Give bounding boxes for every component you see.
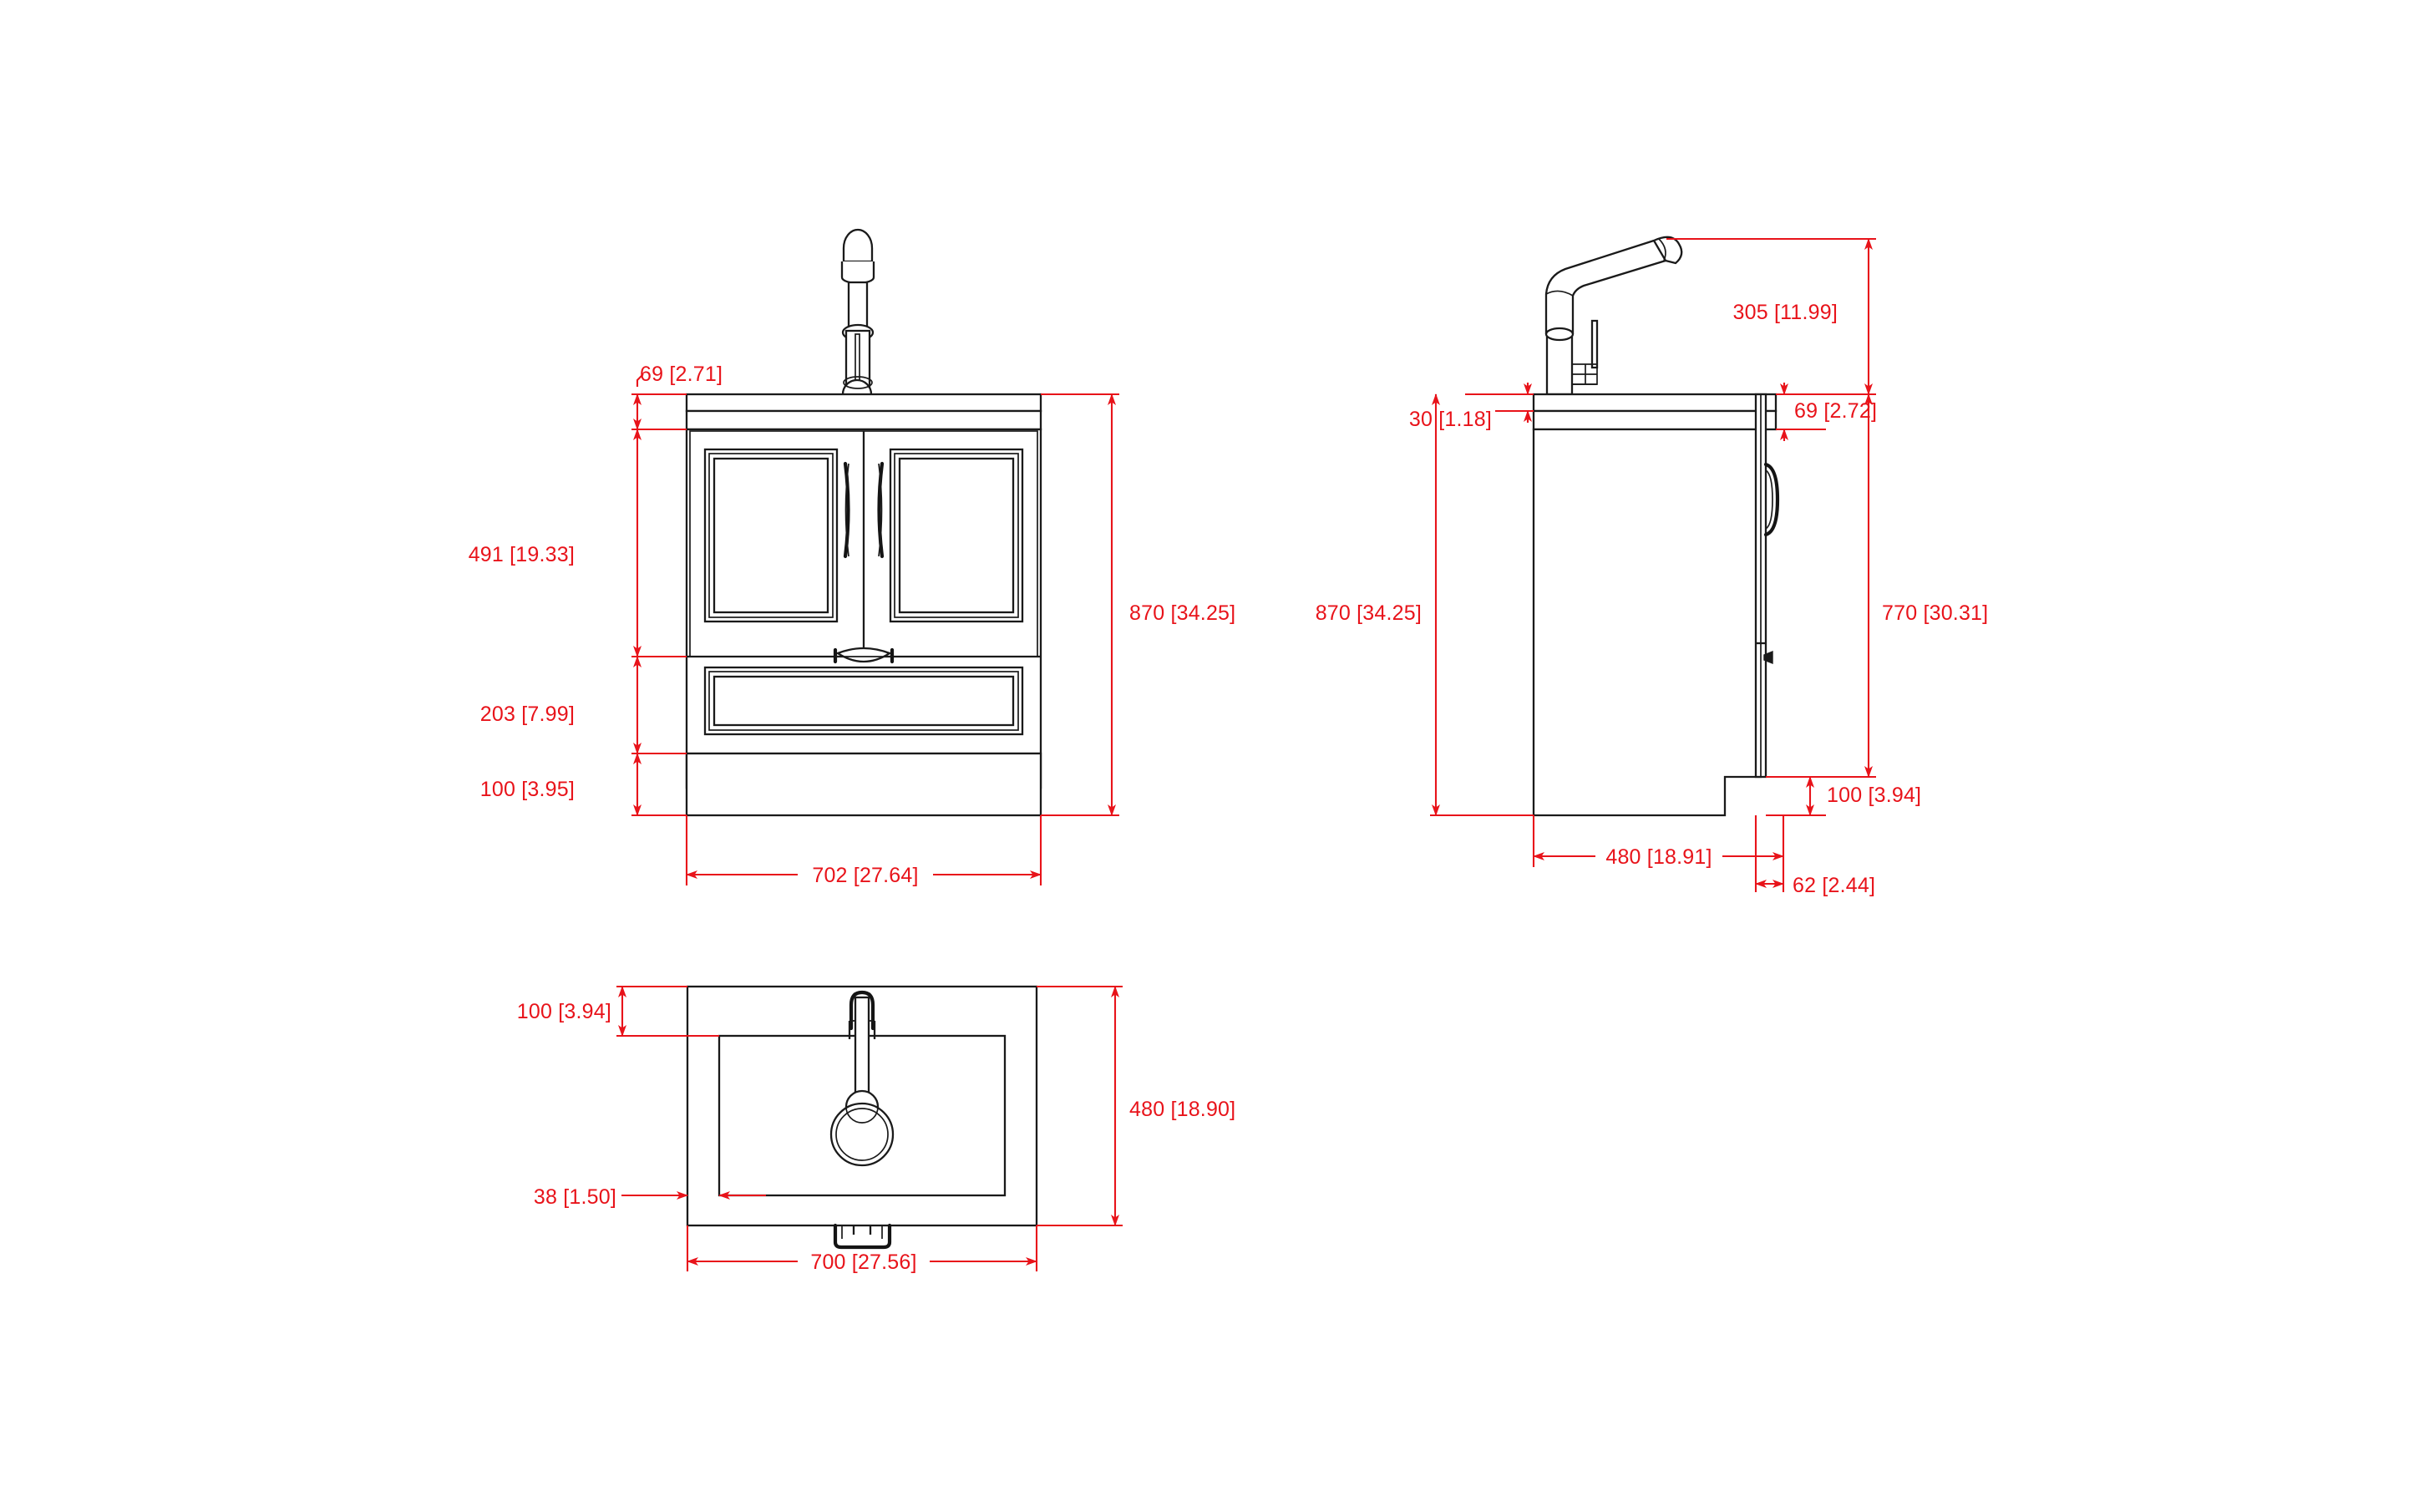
side-dim-480-bg	[1595, 845, 1722, 868]
drawer-knob-side-icon[interactable]	[1763, 650, 1773, 665]
drain-outlet-inner	[841, 1225, 883, 1239]
handle-right-bar-2	[878, 463, 883, 557]
door-handle-right-icon[interactable]	[877, 461, 885, 559]
side-dim-30-label: 30 [1.18]	[1409, 408, 1492, 431]
front-dim-overall-h-label: 870 [34.25]	[1129, 601, 1235, 625]
door-right-frame-inner	[898, 457, 1015, 614]
door-handle-side-icon[interactable]	[1763, 462, 1780, 537]
drawer-frame-inner	[713, 675, 1015, 727]
countertop-slab-side	[1532, 393, 1778, 413]
door-right-frame-mid	[894, 453, 1019, 618]
drain-outlet-ribs	[852, 1225, 872, 1235]
faucet-plan-arc-outer	[849, 990, 875, 1031]
top-plan-view: 100 [3.94] 480 [18.90] 38 [1.50] 700 [27…	[517, 985, 1235, 1274]
handle-side-inner	[1765, 469, 1773, 530]
side-dim-480-label: 480 [18.91]	[1605, 845, 1712, 869]
drain-ring-outer	[829, 1102, 895, 1167]
drawer-pull-icon[interactable]	[833, 647, 895, 664]
top-rail-front	[685, 409, 1042, 431]
door-left-frame-mid	[708, 453, 834, 618]
faucet-head-body	[840, 261, 875, 285]
cabinet-body-side	[1532, 428, 1762, 817]
top-dim-38-label: 38 [1.50]	[534, 1185, 616, 1209]
door-left-panel[interactable]	[703, 448, 839, 623]
front-dim-top-rail-label: 69 [2.71]	[640, 363, 723, 386]
door-right-frame-outer	[889, 448, 1024, 623]
door-left-frame-inner	[713, 457, 829, 614]
drawer-frame-outer	[703, 666, 1024, 736]
side-dim-870-label: 870 [34.25]	[1316, 601, 1422, 625]
faucet-side-arm-top	[1544, 239, 1655, 334]
side-elevation-view: 305 [11.99] 30 [1.18] 69 [2.72] 870 [34.…	[1316, 236, 1988, 897]
faucet-plan	[829, 990, 895, 1167]
handle-side-curve	[1763, 462, 1780, 537]
faucet-plan-tabs	[848, 1021, 876, 1039]
side-dim-69-label: 69 [2.72]	[1794, 399, 1877, 423]
faucet-side-column	[1545, 332, 1574, 396]
front-dim-overall-w-label: 702 [27.64]	[812, 864, 918, 887]
handle-right-bar	[877, 461, 885, 559]
drain-outlet-shape	[833, 1223, 892, 1250]
faucet-side-arm-bottom	[1571, 259, 1666, 334]
faucet-head-cap	[842, 228, 874, 263]
top-rail-side	[1532, 409, 1778, 431]
side-dim-100-label: 100 [3.94]	[1827, 784, 1921, 807]
front-dim-door-label: 491 [19.33]	[469, 543, 575, 566]
faucet-side-lever	[1590, 319, 1599, 369]
door-left-frame-outer	[703, 448, 839, 623]
top-dim-700-label: 700 [27.56]	[810, 1251, 916, 1274]
side-dim-faucet-h-label: 305 [11.99]	[1733, 301, 1838, 324]
faucet-side-elbow-line	[1545, 290, 1574, 297]
faucet-side-sprayhead	[1652, 236, 1683, 265]
top-dim-700-bg	[798, 1250, 930, 1273]
faucet-lever-cap	[843, 376, 873, 389]
toe-kick-front	[685, 752, 1042, 817]
faucet-lever-stem	[855, 333, 860, 382]
front-dim-toe-label: 100 [3.95]	[480, 778, 575, 801]
front-dim-w-text-bg	[798, 863, 933, 886]
faucet-side-sprayhead-seam	[1658, 238, 1666, 261]
drawer-frame-mid	[708, 671, 1019, 731]
drain-outlet-plan	[833, 1223, 892, 1250]
handle-left-bar	[843, 461, 850, 559]
front-dim-drawer-label: 203 [7.99]	[480, 703, 575, 726]
handle-left-bar-2	[844, 463, 849, 557]
drawer-face[interactable]	[703, 666, 1024, 736]
drain-ring-inner	[835, 1108, 889, 1161]
side-dim-62-label: 62 [2.44]	[1793, 874, 1875, 897]
door-right-panel[interactable]	[889, 448, 1024, 623]
drawer-pull-oval	[835, 647, 892, 663]
door-handle-left-icon[interactable]	[843, 461, 850, 559]
faucet-plan-collar-seam	[845, 1106, 879, 1124]
front-elevation-view: 69 [2.71] 491 [19.33] 203 [7.99] 100 [3.…	[469, 228, 1235, 887]
drawer-knob-shape	[1763, 650, 1773, 665]
front-dim-top-rail-leader	[636, 373, 644, 387]
countertop-slab-front	[685, 393, 1042, 413]
drawer-pull-ends	[833, 647, 895, 664]
side-dim-770-label: 770 [30.31]	[1882, 601, 1988, 625]
top-dim-480-label: 480 [18.90]	[1129, 1098, 1235, 1121]
faucet-side-collar	[1544, 327, 1575, 342]
faucet-side	[1544, 236, 1683, 396]
top-dim-100-label: 100 [3.94]	[517, 1000, 611, 1023]
